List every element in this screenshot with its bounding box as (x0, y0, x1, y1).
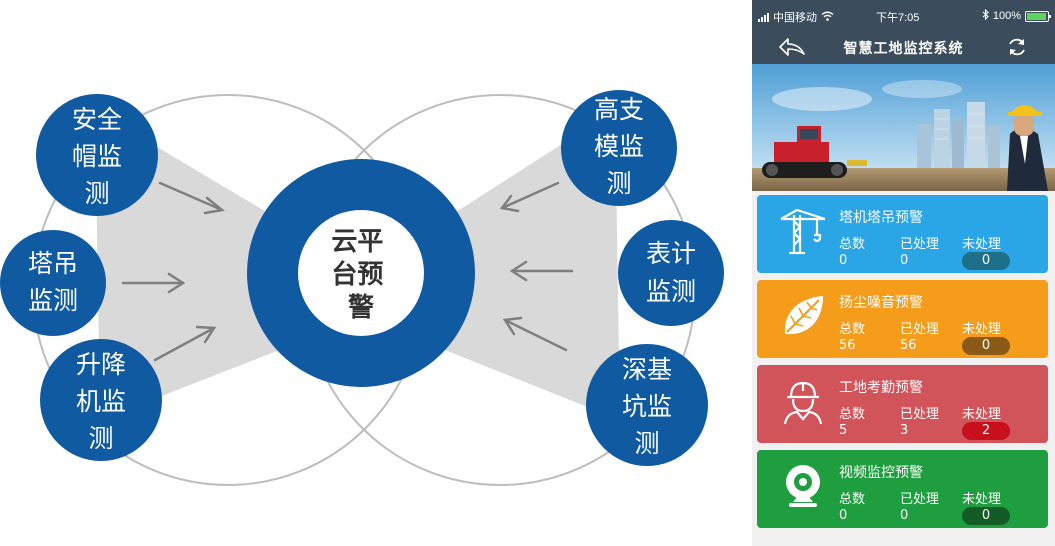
node-crane-monitor: 塔吊监测 (0, 230, 106, 336)
center-hole (298, 210, 424, 336)
total-value: 5 (839, 423, 848, 438)
handled-label: 已处理 (900, 237, 940, 252)
node-elevator-monitor: 升降机监测 (40, 339, 162, 461)
node-helmet-monitor: 安全帽监测 (36, 94, 158, 216)
total-label: 总数 (839, 322, 866, 337)
card-title: 视频监控预警 (839, 465, 923, 481)
unhandled-label: 未处理 (962, 237, 1002, 252)
unhandled-badge: 0 (962, 507, 1010, 525)
webcam-icon (779, 462, 827, 510)
alert-card-tower-crane[interactable]: 塔机塔吊预警 总数 已处理 未处理 0 0 0 (757, 195, 1048, 273)
unhandled-label: 未处理 (962, 492, 1002, 507)
arrow-left-top (158, 181, 225, 215)
svg-text:高支模监测: 高支模监测 (594, 96, 644, 198)
time-label: 下午7:05 (876, 12, 920, 24)
phone-screen: 中国移动 下午7:05 100% 智慧工地监控系统 (752, 0, 1055, 546)
bluetooth-icon (982, 8, 989, 23)
card-title: 扬尘噪音预警 (839, 295, 923, 311)
alert-card-attendance[interactable]: 工地考勤预警 总数 已处理 未处理 5 3 2 (757, 365, 1048, 443)
nav-bar: 智慧工地监控系统 (752, 30, 1055, 64)
arrow-left-middle (121, 272, 186, 294)
card-title: 塔机塔吊预警 (839, 210, 923, 226)
battery-percent: 100% (992, 10, 1021, 22)
unhandled-label: 未处理 (962, 322, 1002, 337)
total-label: 总数 (839, 237, 866, 252)
unhandled-label: 未处理 (962, 407, 1002, 422)
total-value: 0 (839, 253, 848, 268)
node-meter-monitor: 表计监测 (618, 220, 724, 326)
tower-crane-icon (779, 207, 827, 255)
handled-label: 已处理 (900, 322, 940, 337)
carrier-label: 中国移动 (773, 12, 817, 24)
back-arrow-icon[interactable] (778, 36, 806, 58)
construction-banner-image (752, 64, 1055, 191)
total-value: 0 (839, 508, 848, 523)
app-title: 智慧工地监控系统 (843, 41, 964, 57)
signal-icon (758, 12, 769, 22)
status-bar: 中国移动 下午7:05 100% (752, 0, 1055, 30)
card-title: 工地考勤预警 (839, 380, 923, 396)
handled-label: 已处理 (900, 492, 940, 507)
total-value: 56 (839, 338, 856, 353)
handled-value: 3 (900, 423, 909, 438)
handled-value: 0 (900, 508, 909, 523)
arrow-right-top (499, 181, 560, 213)
node-foundation-pit-monitor: 深基坑监测 (586, 344, 708, 466)
total-label: 总数 (839, 407, 866, 422)
unhandled-badge: 2 (962, 422, 1010, 440)
center-label: 云平 台预 警 (331, 226, 390, 322)
monitoring-diagram: 云平 台预 警 安全帽监测 塔吊监测 升降机监测 高支模监测 表计监测 (0, 90, 724, 486)
unhandled-badge: 0 (962, 337, 1010, 355)
arrow-left-bottom (153, 325, 217, 362)
total-label: 总数 (839, 492, 866, 507)
svg-text:升降机监测: 升降机监测 (76, 351, 126, 453)
leaf-icon (779, 292, 827, 340)
svg-text:塔吊监测: 塔吊监测 (28, 250, 78, 315)
refresh-icon[interactable] (1005, 35, 1029, 59)
handled-value: 56 (900, 338, 917, 353)
handled-value: 0 (900, 253, 909, 268)
arrow-right-bottom (502, 316, 568, 352)
battery-icon (1025, 10, 1051, 22)
unhandled-badge: 0 (962, 252, 1010, 270)
handled-label: 已处理 (900, 407, 940, 422)
svg-text:表计监测: 表计监测 (646, 240, 696, 306)
worker-helmet-icon (779, 377, 827, 425)
alert-card-video[interactable]: 视频监控预警 总数 已处理 未处理 0 0 0 (757, 450, 1048, 528)
alert-card-dust-noise[interactable]: 扬尘噪音预警 总数 已处理 未处理 56 56 0 (757, 280, 1048, 358)
node-formwork-monitor: 高支模监测 (561, 90, 677, 206)
svg-text:深基坑监测: 深基坑监测 (622, 356, 672, 458)
svg-text:安全帽监测: 安全帽监测 (72, 106, 122, 208)
wifi-icon (821, 11, 834, 24)
arrow-right-middle (509, 260, 574, 282)
